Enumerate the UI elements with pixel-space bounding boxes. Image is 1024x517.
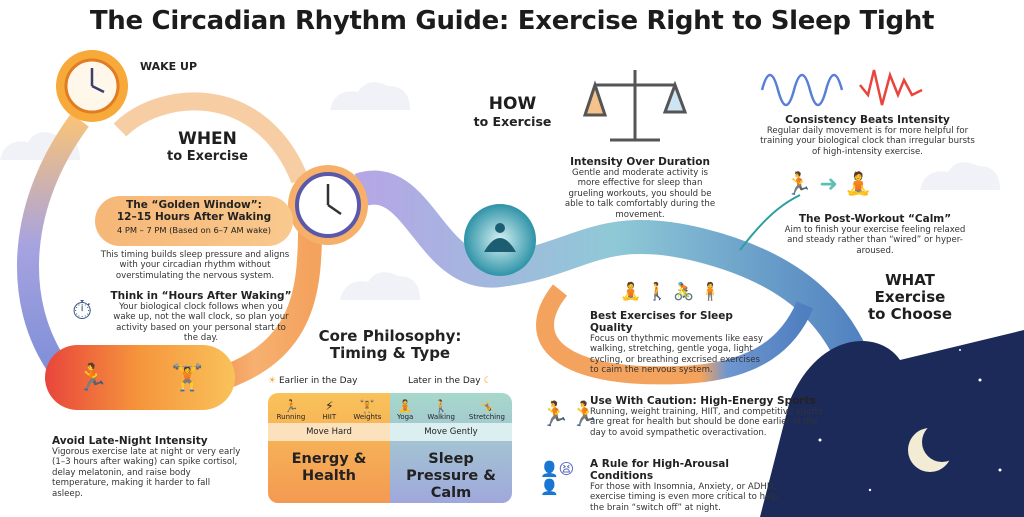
consistency-body: Regular daily movement is for more helpf… [760,126,975,157]
when-line1: WHEN [178,129,237,149]
intensity-capsule: 🏃🏋 [45,345,235,410]
crescent-moon-icon: ☾ [483,376,492,386]
caution-body: Running, weight training, HIIT, and comp… [590,407,823,438]
post-workout-section: The Post-Workout “Calm” Aim to finish yo… [780,213,970,256]
avoid-section: Avoid Late-Night Intensity Vigorous exer… [52,435,242,499]
cloud-icon [340,272,420,300]
walking-icon: 🚶Walking [427,399,455,421]
stretching-icon: 🤸Stretching [468,399,505,421]
meditation-icon [464,204,536,276]
clock-icon [288,165,368,245]
core-title2: Timing & Type [329,344,451,362]
how-heading: HOW to Exercise [470,94,555,130]
golden-window-title2: 12–15 Hours After Waking [116,211,272,223]
hiit-icon: ⚡HIIT [322,399,337,421]
runners-icon: 🏃🏃 [540,400,600,428]
wave-icons [760,69,923,107]
balance-scale-icon [582,70,688,142]
intensity-section: Intensity Over Duration Gentle and moder… [560,156,720,220]
runner-to-calm-icon: 🏃 ➜ 🧘 [785,172,873,197]
timing-type-table: 🏃Running ⚡HIIT 🏋Weights Move Hard Energy… [268,393,512,503]
move-hard-label: Move Hard [268,423,390,441]
later-column: 🧘Yoga 🚶Walking 🤸Stretching Move Gently S… [390,393,512,503]
cloud-icon [330,82,410,110]
later-text: Later in the Day [408,376,481,386]
yoga-icon: 🧘Yoga [396,399,414,421]
think-section: Think in “Hours After Waking” Your biolo… [108,290,294,344]
caution-section: Use With Caution: High-Energy Sports Run… [590,395,830,438]
what-line3: to Choose [867,305,953,323]
what-line2: Exercise [874,288,946,306]
sun-clock-icon [56,50,128,122]
runner-icon: 🏃 [76,362,109,393]
consistency-title: Consistency Beats Intensity [785,114,950,126]
what-line1: WHAT [885,271,935,289]
intensity-body: Gentle and moderate activity is more eff… [564,168,716,220]
wake-up-label: WAKE UP [140,60,198,73]
night-sky [760,330,1024,517]
dumbbell-icon: 🏋 [171,362,204,393]
best-title: Best Exercises for Sleep Quality [590,310,733,334]
later-label: Later in the Day ☾ [408,376,492,386]
best-body: Focus on thythmic movements like easy wa… [590,334,763,376]
think-body: Your biological clock follows when you w… [113,302,289,344]
page-title: The Circadian Rhythm Guide: Exercise Rig… [89,6,935,36]
caution-title: Use With Caution: High-Energy Sports [590,395,816,407]
sun-icon: ☀ [268,376,277,386]
heads-icon: 👤😫👤 [540,460,575,496]
best-section: Best Exercises for Sleep Quality Focus o… [590,310,770,376]
post-title: The Post-Workout “Calm” [798,213,952,225]
sleep-pressure-label: Sleep Pressure & Calm [406,451,496,501]
rule-section: A Rule for High-Arousal Conditions For t… [590,458,790,513]
cloud-icon [920,162,1000,190]
think-title: Think in “Hours After Waking” [110,290,292,302]
best-exercise-icons: 🧘 🚶 🚴 🧍 [620,282,721,302]
golden-window-body: This timing builds sleep pressure and al… [100,250,290,281]
consistency-section: Consistency Beats Intensity Regular dail… [755,114,980,157]
how-line1: HOW [488,94,537,114]
core-philosophy-heading: Core Philosophy: Timing & Type [300,328,480,362]
intensity-title: Intensity Over Duration [570,156,710,168]
golden-window-title1: The “Golden Window”: [126,199,262,211]
when-heading: WHEN to Exercise [160,129,255,165]
energy-health-label: Energy & Health [291,451,367,484]
earlier-label: ☀ Earlier in the Day [268,376,357,386]
running-icon: 🏃Running [276,399,306,421]
weights-icon: 🏋Weights [353,399,382,421]
avoid-title: Avoid Late-Night Intensity [52,435,208,447]
what-heading: WHAT Exercise to Choose [860,272,960,323]
avoid-body: Vigorous exercise late at night or very … [52,447,241,499]
earlier-column: 🏃Running ⚡HIIT 🏋Weights Move Hard Energy… [268,393,390,503]
rule-title: A Rule for High-Arousal Conditions [590,458,729,482]
golden-window-time: 4 PM – 7 PM (Based on 6–7 AM wake) [116,225,272,235]
when-line2: to Exercise [167,149,248,164]
stopwatch-icon: ⏱ [72,296,93,326]
how-line2: to Exercise [473,114,552,129]
earlier-text: Earlier in the Day [278,376,358,386]
post-body: Aim to finish your exercise feeling rela… [784,225,966,256]
core-title1: Core Philosophy: [318,327,462,345]
move-gently-label: Move Gently [390,423,512,441]
golden-window-pill: The “Golden Window”: 12–15 Hours After W… [95,196,293,246]
rule-body: For those with Insomnia, Anxiety, or ADH… [590,482,779,513]
